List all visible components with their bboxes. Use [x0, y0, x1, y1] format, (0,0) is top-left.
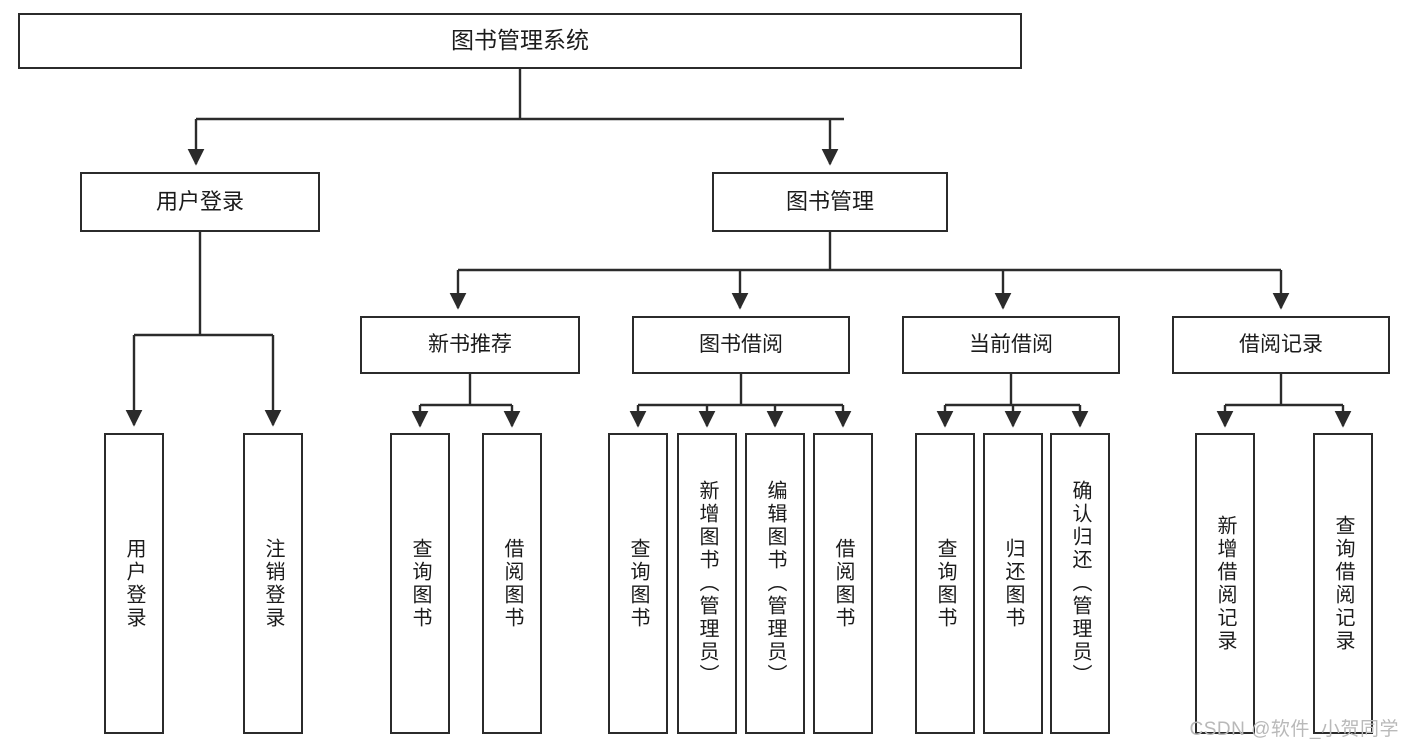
node-leaf-query-book-1[interactable]: 查询图书 [390, 433, 450, 734]
node-borrow-record[interactable]: 借阅记录 [1172, 316, 1390, 374]
node-book-manage[interactable]: 图书管理 [712, 172, 948, 232]
node-leaf-borrow-book-2-label: 借阅图书 [832, 537, 854, 630]
node-leaf-query-book-2-label: 查询图书 [627, 537, 649, 630]
node-leaf-query-record[interactable]: 查询借阅记录 [1313, 433, 1373, 734]
node-current-borrow[interactable]: 当前借阅 [902, 316, 1120, 374]
node-leaf-add-record-label: 新增借阅记录 [1214, 514, 1236, 653]
node-user-login-label: 用户登录 [155, 189, 244, 215]
node-user-login[interactable]: 用户登录 [80, 172, 320, 232]
node-leaf-return-book[interactable]: 归还图书 [983, 433, 1043, 734]
node-book-manage-label: 图书管理 [785, 189, 874, 215]
node-leaf-add-record[interactable]: 新增借阅记录 [1195, 433, 1255, 734]
node-new-book-recommend[interactable]: 新书推荐 [360, 316, 580, 374]
node-leaf-query-record-label: 查询借阅记录 [1332, 514, 1354, 653]
node-new-book-recommend-label: 新书推荐 [428, 332, 512, 356]
node-leaf-user-login-label: 用户登录 [123, 537, 145, 630]
node-leaf-borrow-book-2[interactable]: 借阅图书 [813, 433, 873, 734]
node-leaf-query-book-3[interactable]: 查询图书 [915, 433, 975, 734]
node-leaf-edit-book[interactable]: 编辑图书（管理员） [745, 433, 805, 734]
watermark: CSDN @软件_小贺同学 [1189, 719, 1399, 740]
node-current-borrow-label: 当前借阅 [969, 332, 1053, 356]
node-leaf-logout-label: 注销登录 [262, 537, 284, 630]
node-leaf-query-book-3-label: 查询图书 [934, 537, 956, 630]
node-leaf-borrow-book-1-label: 借阅图书 [501, 537, 523, 630]
node-leaf-confirm-return-label: 确认归还（管理员） [1069, 480, 1091, 687]
node-leaf-borrow-book-1[interactable]: 借阅图书 [482, 433, 542, 734]
node-leaf-return-book-label: 归还图书 [1002, 537, 1024, 630]
node-book-borrow-label: 图书借阅 [699, 332, 783, 356]
node-leaf-query-book-1-label: 查询图书 [409, 537, 431, 630]
node-leaf-user-login[interactable]: 用户登录 [104, 433, 164, 734]
node-borrow-record-label: 借阅记录 [1239, 332, 1323, 356]
node-leaf-add-book-label: 新增图书（管理员） [696, 480, 718, 687]
node-leaf-edit-book-label: 编辑图书（管理员） [764, 480, 786, 687]
node-root[interactable]: 图书管理系统 [18, 13, 1022, 69]
node-leaf-logout[interactable]: 注销登录 [243, 433, 303, 734]
node-leaf-query-book-2[interactable]: 查询图书 [608, 433, 668, 734]
node-leaf-confirm-return[interactable]: 确认归还（管理员） [1050, 433, 1110, 734]
node-root-label: 图书管理系统 [451, 27, 589, 54]
node-leaf-add-book[interactable]: 新增图书（管理员） [677, 433, 737, 734]
node-book-borrow[interactable]: 图书借阅 [632, 316, 850, 374]
